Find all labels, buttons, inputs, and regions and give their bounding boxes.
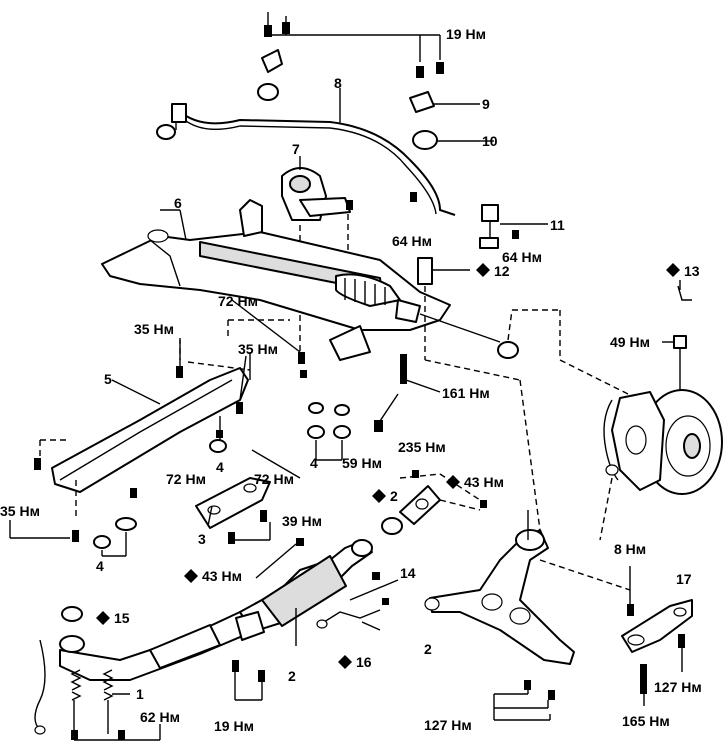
diamond-markers: [96, 263, 680, 669]
torque-label-64a: 64 Нм: [392, 233, 432, 249]
part-label-5: 5: [104, 371, 112, 387]
torque-label-127a: 127 Нм: [654, 679, 702, 695]
part-label-2b: 15: [114, 610, 130, 626]
torque-label-39: 39 Нм: [282, 513, 322, 529]
part-label-4b: 4: [310, 455, 318, 471]
torque-label-64b: 64 Нм: [502, 249, 542, 265]
rear-crossmember: [34, 319, 290, 542]
part-label-1: 1: [136, 686, 144, 702]
torque-label-19a: 19 Нм: [446, 26, 486, 42]
torque-label-161: 161 Нм: [442, 385, 490, 401]
washer-group: [9, 354, 441, 557]
torque-label-35b: 35 Нм: [238, 341, 278, 357]
stabilizer-link: [410, 192, 548, 249]
torque-label-62: 62 Нм: [140, 709, 180, 725]
engine-mount: [281, 156, 353, 355]
part-label-7: 7: [292, 141, 300, 157]
part-label-4a: 4: [216, 459, 224, 475]
steering-knuckle-disc: [599, 335, 723, 541]
drawing-layer: [9, 12, 723, 741]
torque-label-43a: 43 Нм: [464, 474, 504, 490]
part-label-14: 14: [400, 565, 416, 581]
leader-lines: [111, 140, 674, 527]
exhaust-system: [239, 470, 487, 646]
torque-label-59: 59 Нм: [342, 455, 382, 471]
part-label-13: 13: [684, 263, 700, 279]
part-label-2a: 2: [390, 488, 398, 504]
lower-control-arm: [424, 510, 631, 721]
part-label-8: 8: [334, 75, 342, 91]
part-label-16: 2: [288, 668, 296, 684]
bracket-17: [621, 566, 693, 706]
torque-label-165: 165 Нм: [622, 713, 670, 729]
bracket-3: [195, 477, 271, 544]
callout-labels: 19 Нм 9 8 10 7 6 11 64 Нм 64 Нм 12 13 72…: [0, 26, 702, 734]
part-label-12: 12: [494, 263, 510, 279]
exhaust-pipe-rear: [34, 606, 265, 735]
part-label-9: 9: [482, 96, 490, 112]
torque-label-127b: 127 Нм: [424, 717, 472, 733]
stabilizer-bar: [156, 88, 456, 216]
part-label-6: 6: [174, 195, 182, 211]
torque-label-35c: 35 Нм: [0, 503, 40, 519]
torque-label-72b: 72 Нм: [166, 471, 206, 487]
torque-label-35a: 35 Нм: [134, 321, 174, 337]
torque-label-19b: 19 Нм: [214, 718, 254, 734]
stabilizer-bushing-group: [257, 83, 480, 150]
torque-label-72c: 72 Нм: [254, 471, 294, 487]
part-label-17: 17: [676, 571, 692, 587]
exhaust-springs: [70, 669, 161, 741]
stabilizer-bracket-group: [261, 12, 480, 113]
part-label-3: 3: [198, 531, 206, 547]
part-label-10: 10: [482, 133, 498, 149]
torque-label-8: 8 Нм: [614, 541, 646, 557]
part-label-15: 2: [424, 641, 432, 657]
torque-label-49: 49 Нм: [610, 334, 650, 350]
part-label-4c: 4: [96, 558, 104, 574]
cotter-pin: [677, 280, 692, 301]
torque-label-72a: 72 Нм: [218, 293, 258, 309]
crossmember-steering-rack: [101, 199, 641, 401]
steering-sleeve: [417, 257, 541, 531]
stud-14: [316, 579, 399, 631]
part-label-2c: 16: [356, 654, 372, 670]
torque-label-235: 235 Нм: [398, 439, 446, 455]
part-label-11: 11: [550, 217, 565, 233]
torque-label-43b: 43 Нм: [202, 568, 242, 584]
